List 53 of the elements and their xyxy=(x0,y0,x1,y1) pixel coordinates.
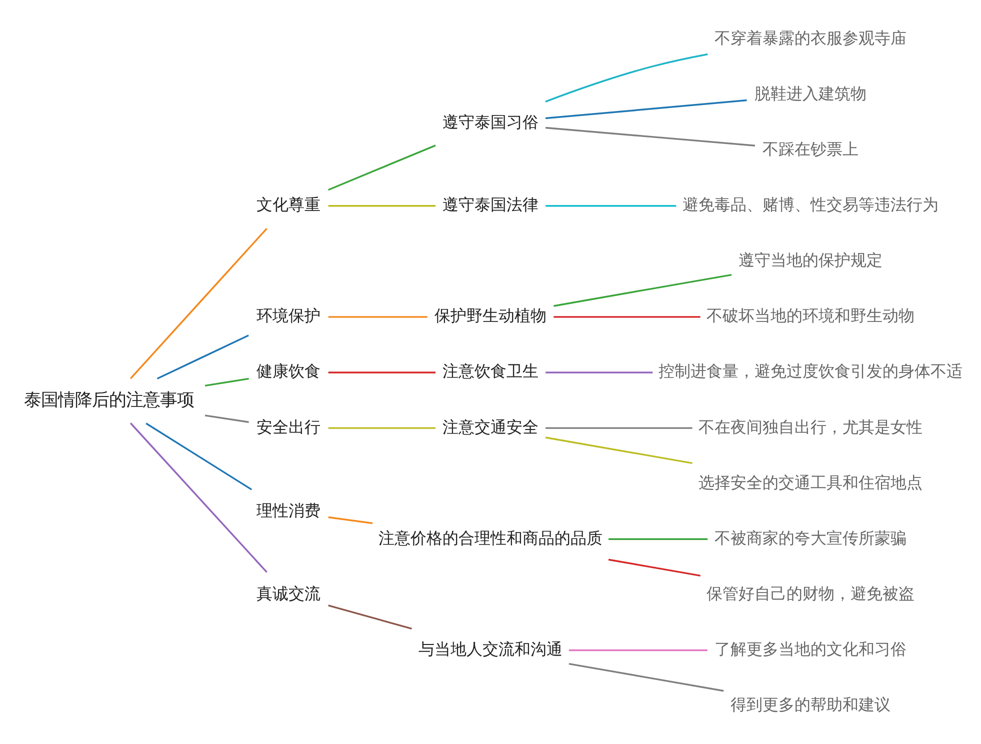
connector xyxy=(156,334,249,379)
connector xyxy=(328,204,436,206)
connector xyxy=(204,414,249,422)
node-text: 脱鞋进入建筑物 xyxy=(754,83,866,102)
node-text: 不踩在钞票上 xyxy=(762,138,858,158)
node-text: 控制进食量，避免过度饮食引发的身体不适 xyxy=(658,361,962,380)
connector xyxy=(546,126,755,146)
node-text: 理性消费 xyxy=(256,502,321,520)
node-text: 不穿着暴露的衣服参观寺庙 xyxy=(714,28,906,47)
node-text: 保护野生动植物 xyxy=(434,308,546,325)
connector xyxy=(545,98,747,119)
connector xyxy=(546,426,692,428)
connector xyxy=(554,273,732,306)
node-text: 选择安全的交通工具和住宿地点 xyxy=(698,472,922,492)
connector xyxy=(546,371,653,373)
connector xyxy=(204,377,249,386)
node-text: 避免毒品、赌博、性交易等违法行为 xyxy=(682,194,938,214)
node-text: 注意价格的合理性和商品的品质 xyxy=(378,530,602,547)
connector xyxy=(328,426,436,428)
node-text: 健康饮食 xyxy=(256,363,321,380)
node-text: 真诚交流 xyxy=(256,585,321,602)
connector xyxy=(554,316,700,318)
connector xyxy=(568,662,724,692)
connector xyxy=(328,144,436,190)
connector xyxy=(568,648,708,651)
connector xyxy=(328,604,412,629)
connector xyxy=(545,436,692,464)
node-text: 注意饮食卫生 xyxy=(442,363,538,380)
node-text: 不破坏当地的环境和野生动物 xyxy=(706,306,914,325)
node-text: 注意交通安全 xyxy=(442,418,538,436)
node-text: 不被商家的夸大宣传所蒙骗 xyxy=(714,528,906,547)
node-text: 泰国情降后的注意事项 xyxy=(24,390,194,409)
node-text: 得到更多的帮助和建议 xyxy=(730,694,890,714)
node-text: 安全出行 xyxy=(256,418,321,436)
connector xyxy=(130,227,268,379)
connector xyxy=(328,371,436,373)
node-text: 遵守当地的保护规定 xyxy=(738,250,882,270)
node-text: 了解更多当地的文化和习俗 xyxy=(714,638,906,658)
connector xyxy=(608,538,708,540)
node-text: 不在夜间独自出行，尤其是女性 xyxy=(698,416,922,436)
node-text: 保管好自己的财物，避免被盗 xyxy=(706,583,914,602)
connector xyxy=(328,316,428,318)
connector xyxy=(608,558,701,576)
connector xyxy=(130,422,268,572)
connector xyxy=(546,204,676,206)
connector xyxy=(545,52,708,102)
connector xyxy=(328,516,373,524)
node-text: 环境保护 xyxy=(256,308,321,325)
node-text: 遵守泰国习俗 xyxy=(442,114,538,131)
node-text: 文化尊重 xyxy=(256,196,321,214)
connector xyxy=(146,422,252,490)
node-text: 与当地人交流和沟通 xyxy=(418,640,562,658)
node-text: 遵守泰国法律 xyxy=(442,196,538,214)
